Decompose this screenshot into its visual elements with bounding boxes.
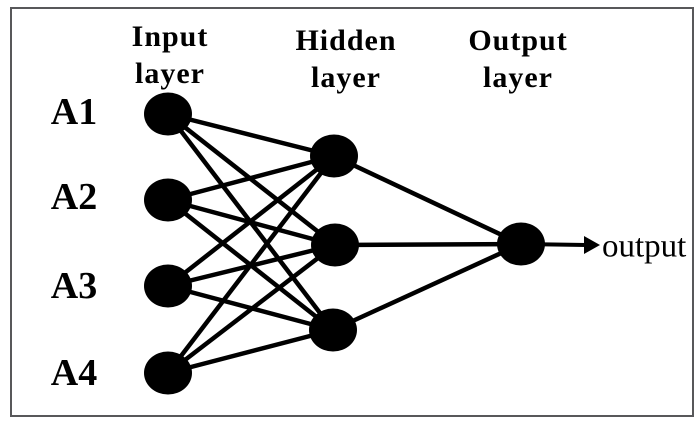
hidden-node-3 [309, 308, 357, 352]
input-node-label-a3: A3 [50, 265, 98, 307]
edge-input.2-hidden.0 [166, 154, 336, 288]
edge-hidden.1-output.0 [334, 241, 522, 248]
edge-hidden.2-output.0 [332, 241, 522, 333]
hidden-layer-header-line2: layer [311, 61, 381, 94]
input-node-label-a4: A4 [50, 352, 98, 394]
output-layer-header-line1: Output [468, 24, 568, 57]
edge-input.3-hidden.2 [167, 327, 334, 376]
output-node-1 [497, 222, 545, 266]
output-layer-header: Output layer [468, 22, 567, 96]
input-layer-header-line2: layer [135, 57, 205, 90]
edge-input.0-hidden.0 [167, 111, 335, 159]
input-layer-header: Input layer [132, 18, 209, 92]
edge-input.1-hidden.0 [167, 153, 335, 203]
input-node-4 [144, 351, 192, 395]
input-layer-header-line1: Input [131, 20, 209, 53]
output-layer-header-line2: layer [483, 61, 553, 94]
input-node-3 [144, 264, 192, 308]
input-node-label-a2: A2 [50, 176, 98, 218]
output-text-label: output [602, 228, 687, 265]
hidden-node-2 [311, 223, 359, 267]
input-node-2 [144, 178, 192, 222]
edge-input.3-hidden.0 [166, 154, 336, 375]
hidden-layer-header: Hidden layer [295, 22, 396, 96]
edge-input.3-hidden.1 [166, 243, 337, 375]
hidden-node-1 [310, 134, 358, 178]
output-arrowhead-icon [584, 236, 600, 254]
input-node-1 [144, 92, 192, 136]
hidden-layer-header-line1: Hidden [295, 24, 397, 57]
figure-border [10, 7, 694, 417]
input-node-label-a1: A1 [50, 91, 98, 133]
edge-hidden.0-output.0 [333, 153, 522, 247]
